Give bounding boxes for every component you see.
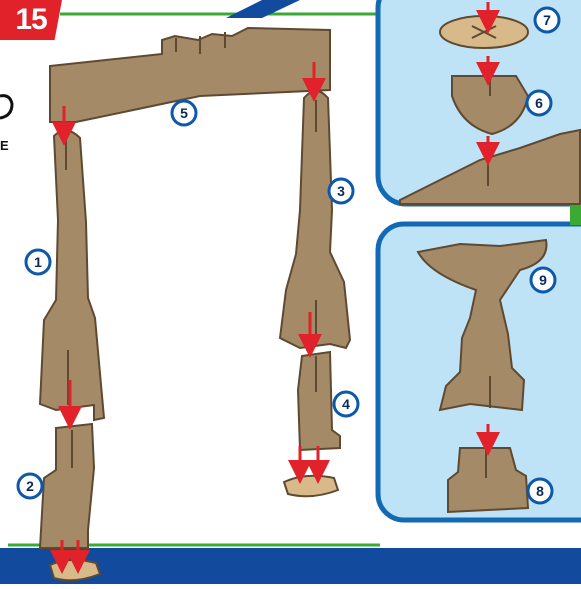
svg-text:1: 1 [34, 254, 42, 270]
logo-fragment-text: E [0, 138, 9, 153]
badge-part-7: 7 [535, 8, 559, 32]
panel-connector [570, 205, 581, 225]
badge-part-5: 5 [172, 101, 196, 125]
badge-part-8: 8 [528, 479, 552, 503]
badge-part-2: 2 [18, 474, 42, 498]
svg-text:2: 2 [26, 478, 34, 494]
badge-part-9: 9 [531, 268, 555, 292]
part-2-left-lower [40, 424, 94, 548]
left-foot-part [50, 560, 100, 580]
badge-part-1: 1 [26, 250, 50, 274]
right-foot-part [284, 476, 338, 497]
svg-text:4: 4 [342, 396, 350, 412]
badge-part-4: 4 [334, 392, 358, 416]
badge-part-3: 3 [329, 179, 353, 203]
svg-text:5: 5 [180, 105, 188, 121]
svg-text:8: 8 [536, 483, 544, 499]
step-number-badge: 15 [0, 0, 62, 40]
badge-part-6: 6 [527, 91, 551, 115]
logo-fragment-icon [0, 96, 12, 118]
part-1-left-post [40, 130, 104, 420]
svg-text:6: 6 [535, 95, 543, 111]
svg-text:7: 7 [543, 12, 551, 28]
svg-text:3: 3 [337, 183, 345, 199]
svg-text:9: 9 [539, 272, 547, 288]
